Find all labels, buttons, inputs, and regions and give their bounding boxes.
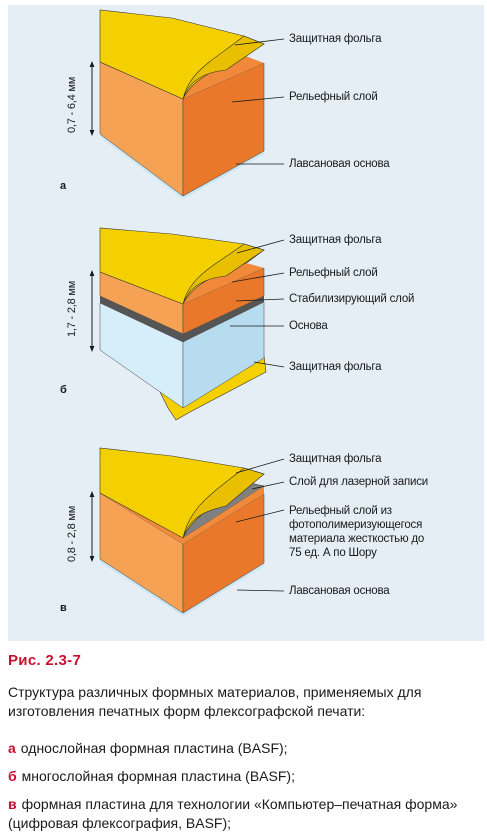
caption-item-text: многослойная формная пластина (BASF); bbox=[21, 768, 295, 784]
label-a-protective-foil: Защитная фольга bbox=[289, 33, 382, 45]
label-c-relief-layer: Рельефный слой из фотополимеризующегося … bbox=[289, 505, 425, 559]
label-b-base: Основа bbox=[289, 320, 328, 332]
subfigure-letter-b: б bbox=[60, 384, 67, 396]
label-a-lavsan-base: Лавсановая основа bbox=[289, 158, 390, 170]
thickness-c: 0,8 - 2,8 мм bbox=[66, 505, 78, 562]
label-a-relief-layer: Рельефный слой bbox=[289, 91, 378, 103]
thickness-b: 1,7 - 2,8 мм bbox=[66, 280, 78, 337]
figure-title: Рис. 2.3-7 bbox=[8, 652, 82, 669]
diagram-b bbox=[89, 227, 285, 421]
layer-diagrams bbox=[89, 9, 285, 616]
caption-item-text: однослойная формная пластина (BASF); bbox=[20, 740, 288, 756]
label-c-laser-layer: Слой для лазерной записи bbox=[289, 476, 428, 488]
figure-caption: Структура различных формных материалов, … bbox=[8, 684, 422, 719]
caption-item-marker: а bbox=[8, 740, 16, 756]
label-c-lavsan-base: Лавсановая основа bbox=[289, 585, 390, 597]
subfigure-letter-a: а bbox=[60, 180, 67, 192]
diagram-c bbox=[89, 447, 285, 616]
base-right-face-b bbox=[182, 301, 265, 409]
caption-item-marker: б bbox=[8, 768, 17, 784]
caption-item-marker: в bbox=[8, 796, 17, 812]
caption-item-text: формная пластина для технологии «Компьют… bbox=[8, 796, 458, 831]
subfigure-letter-c: в bbox=[60, 602, 67, 614]
thickness-a: 0,7 - 6,4 мм bbox=[66, 76, 78, 133]
diagram-a bbox=[89, 9, 285, 199]
label-b-protective-foil-top: Защитная фольга bbox=[289, 234, 382, 246]
label-c-protective-foil: Защитная фольга bbox=[289, 453, 382, 465]
label-b-stabilizing-layer: Стабилизирующий слой bbox=[289, 293, 415, 305]
label-b-protective-foil-bottom: Защитная фольга bbox=[289, 361, 382, 373]
label-b-relief-layer: Рельефный слой bbox=[289, 267, 378, 279]
